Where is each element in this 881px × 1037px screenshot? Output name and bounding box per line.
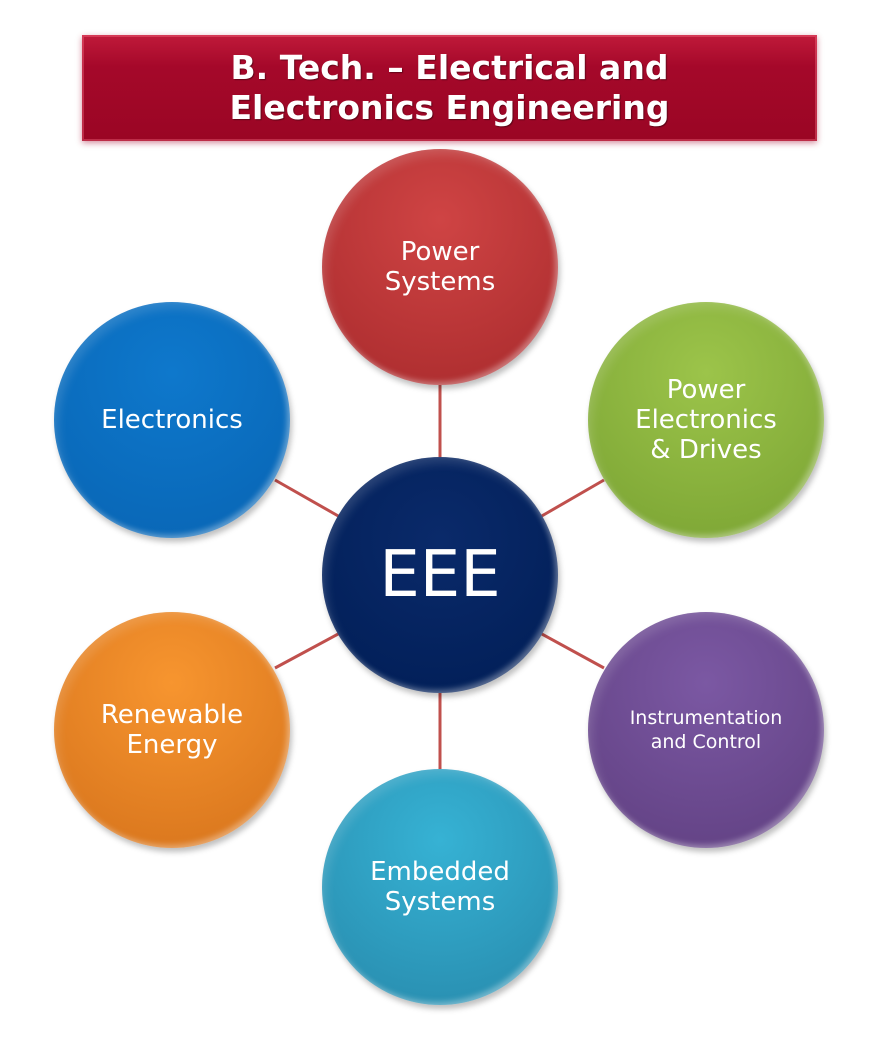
node-instrumentation-control: Instrumentation and Control	[588, 612, 824, 848]
node-center-eee: EEE	[322, 457, 558, 693]
node-electronics: Electronics	[54, 302, 290, 538]
node-embedded-systems: Embedded Systems	[322, 769, 558, 1005]
center-label: EEE	[379, 538, 501, 612]
node-label: Electronics	[101, 405, 243, 435]
diagram-title: B. Tech. – Electrical and Electronics En…	[229, 48, 670, 127]
node-label: Renewable Energy	[100, 700, 244, 760]
title-banner: B. Tech. – Electrical and Electronics En…	[82, 35, 817, 141]
node-label: Instrumentation and Control	[629, 707, 783, 753]
node-label: Power Systems	[384, 237, 496, 297]
node-label: Power Electronics & Drives	[635, 375, 777, 465]
node-renewable-energy: Renewable Energy	[54, 612, 290, 848]
node-power-electronics-drives: Power Electronics & Drives	[588, 302, 824, 538]
node-power-systems: Power Systems	[322, 149, 558, 385]
node-label: Embedded Systems	[370, 857, 510, 917]
